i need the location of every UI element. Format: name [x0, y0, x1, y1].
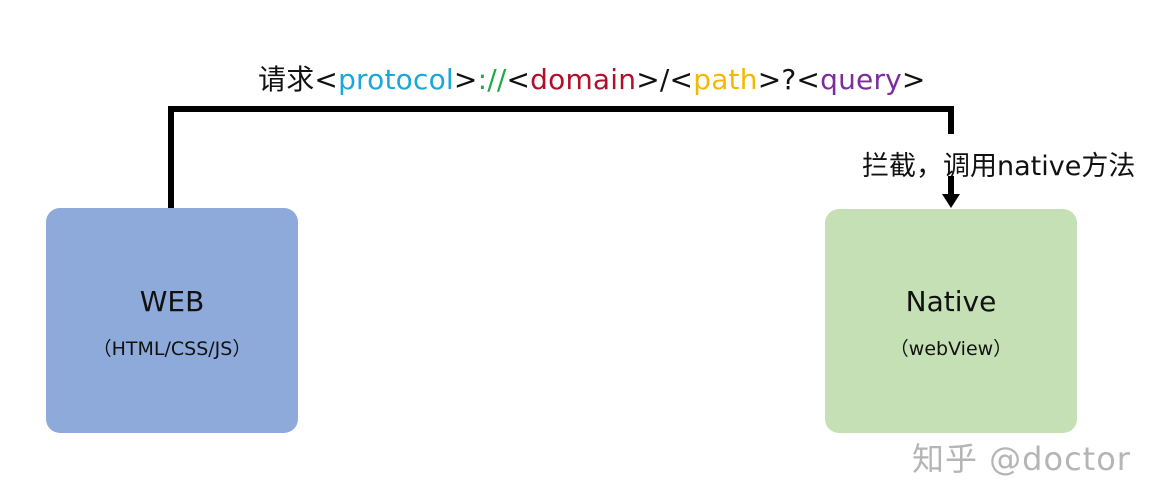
protocol-close-bracket: >: [453, 63, 478, 96]
domain-segment: domain: [530, 63, 637, 96]
connector-line-web-up: [168, 106, 174, 208]
arrow-down-icon: [942, 176, 960, 208]
request-url-label: 请求<protocol>://<domain>/<path>?<query>: [258, 58, 926, 98]
web-box-subtitle: （HTML/CSS/JS）: [92, 337, 252, 360]
watermark: 知乎 @doctor: [912, 440, 1131, 478]
native-box-subtitle: （webView）: [889, 338, 1013, 360]
protocol-segment: protocol: [338, 63, 454, 96]
query-mark: ?: [781, 63, 797, 96]
request-prefix: 请求: [258, 63, 315, 96]
path-slash: /: [659, 63, 670, 96]
query-segment: query: [820, 63, 902, 96]
domain-close-bracket: >: [636, 63, 660, 96]
intercept-label: 拦截，调用native方法: [862, 151, 1136, 182]
web-box: WEB （HTML/CSS/JS）: [46, 208, 298, 433]
native-box: Native （webView）: [825, 209, 1077, 433]
query-open-bracket: <: [796, 63, 821, 96]
path-segment: path: [693, 63, 758, 96]
web-box-title: WEB: [139, 284, 205, 318]
connector-line-top: [168, 106, 954, 112]
query-close-bracket: >: [901, 63, 926, 96]
domain-open-bracket: <: [506, 63, 531, 96]
connector-line-native-down: [948, 106, 954, 134]
path-close-bracket: >: [757, 63, 782, 96]
protocol-open-bracket: <: [314, 63, 339, 96]
scheme-separator: ://: [477, 63, 507, 96]
native-box-title: Native: [905, 285, 997, 318]
path-open-bracket: <: [669, 63, 694, 96]
